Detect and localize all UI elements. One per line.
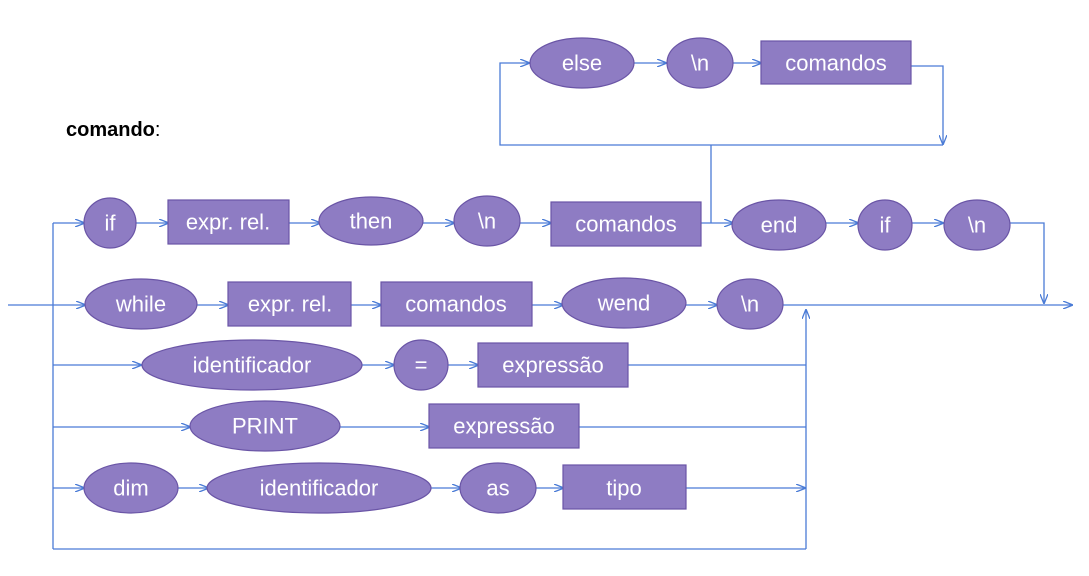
node-print: PRINT — [189, 400, 341, 452]
node-end-newline-label: \n — [968, 213, 986, 238]
node-end: end — [731, 199, 827, 251]
rule-title: comando: — [66, 119, 160, 142]
node-dim: dim — [83, 462, 179, 514]
rule-name: comando — [66, 119, 155, 141]
node-then: then — [318, 196, 424, 246]
node-tipo-label: tipo — [606, 476, 641, 501]
node-then-newline-label: \n — [478, 209, 496, 234]
node-end-if: if — [857, 199, 913, 251]
node-else-newline: \n — [666, 37, 734, 89]
node-if-label: if — [105, 211, 117, 236]
node-print-expressao-label: expressão — [453, 414, 555, 439]
node-if: if — [83, 197, 137, 249]
node-else-label: else — [562, 51, 602, 76]
node-as: as — [459, 462, 537, 514]
node-if-expr-rel: expr. rel. — [167, 199, 290, 245]
node-tipo: tipo — [562, 464, 687, 510]
node-while-comandos-label: comandos — [405, 292, 507, 317]
node-print-expressao: expressão — [428, 403, 580, 449]
else-branch-right — [911, 65, 943, 144]
node-equals-label: = — [415, 353, 428, 378]
else-branch-left — [499, 63, 711, 146]
node-wend-newline: \n — [716, 278, 784, 330]
node-while-comandos: comandos — [380, 281, 533, 327]
node-wend: wend — [561, 277, 687, 329]
node-print-label: PRINT — [232, 414, 298, 439]
node-then-newline: \n — [453, 195, 521, 247]
node-else: else — [529, 37, 635, 89]
node-while-label: while — [115, 292, 166, 317]
node-while-expr-rel: expr. rel. — [227, 281, 352, 327]
node-end-if-label: if — [880, 213, 892, 238]
rule-colon: : — [154, 119, 161, 141]
node-if-comandos-label: comandos — [575, 212, 677, 237]
node-else-newline-label: \n — [691, 51, 709, 76]
node-end-newline: \n — [943, 199, 1011, 251]
node-if-expr-rel-label: expr. rel. — [186, 210, 270, 235]
node-dim-identificador-label: identificador — [260, 476, 379, 501]
node-if-comandos: comandos — [550, 201, 702, 247]
node-wend-label: wend — [597, 291, 651, 316]
node-dim-identificador: identificador — [206, 462, 432, 514]
node-as-label: as — [486, 476, 509, 501]
node-while: while — [84, 278, 198, 330]
node-end-label: end — [761, 213, 798, 238]
node-while-expr-rel-label: expr. rel. — [248, 292, 332, 317]
node-else-comandos: comandos — [760, 40, 912, 85]
node-assign-identificador-label: identificador — [193, 353, 312, 378]
node-then-label: then — [350, 209, 393, 234]
node-wend-newline-label: \n — [741, 292, 759, 317]
node-assign-expressao: expressão — [477, 342, 629, 388]
node-dim-label: dim — [113, 476, 148, 501]
node-assign-expressao-label: expressão — [502, 353, 604, 378]
node-else-comandos-label: comandos — [785, 51, 887, 76]
node-equals: = — [393, 339, 449, 391]
connectors — [8, 63, 1072, 550]
node-assign-identificador: identificador — [141, 339, 363, 391]
if-row-exit — [1010, 222, 1044, 303]
